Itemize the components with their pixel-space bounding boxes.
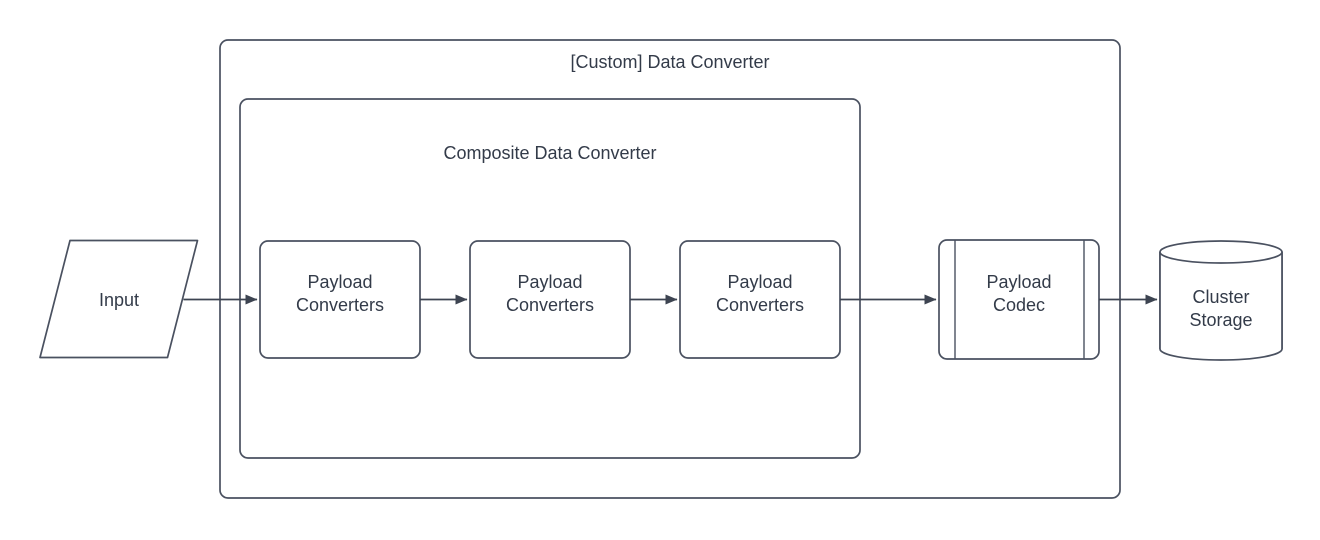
payload-converters-box-3: Payload Converters (679, 240, 841, 359)
payload-converters-3-label-line1: Payload (727, 272, 792, 292)
payload-converters-1-label-line1: Payload (307, 272, 372, 292)
input-shape: Input (39, 239, 199, 359)
payload-converters-2-label-line1: Payload (517, 272, 582, 292)
payload-converters-2-label-line2: Converters (506, 295, 594, 315)
payload-converters-box-1: Payload Converters (259, 240, 421, 359)
input-parallelogram (39, 239, 199, 359)
payload-converters-3-label-line2: Converters (716, 295, 804, 315)
payload-converters-box-2: Payload Converters (469, 240, 631, 359)
cluster-storage-top-ellipse (1159, 240, 1283, 264)
payload-converters-1-label-line2: Converters (296, 295, 384, 315)
custom-data-converter-label: [Custom] Data Converter (570, 52, 769, 72)
payload-codec-label-line1: Payload (986, 272, 1051, 292)
payload-codec-label-line2: Codec (993, 295, 1045, 315)
cluster-storage-cylinder: Cluster Storage (1159, 240, 1283, 361)
cluster-storage-label-line1: Cluster (1192, 287, 1249, 307)
input-label: Input (99, 290, 139, 310)
cluster-storage-label-line2: Storage (1189, 310, 1252, 330)
payload-codec-shape: Payload Codec (938, 239, 1100, 360)
composite-data-converter-label: Composite Data Converter (443, 143, 656, 163)
cluster-storage-side (1159, 252, 1283, 361)
